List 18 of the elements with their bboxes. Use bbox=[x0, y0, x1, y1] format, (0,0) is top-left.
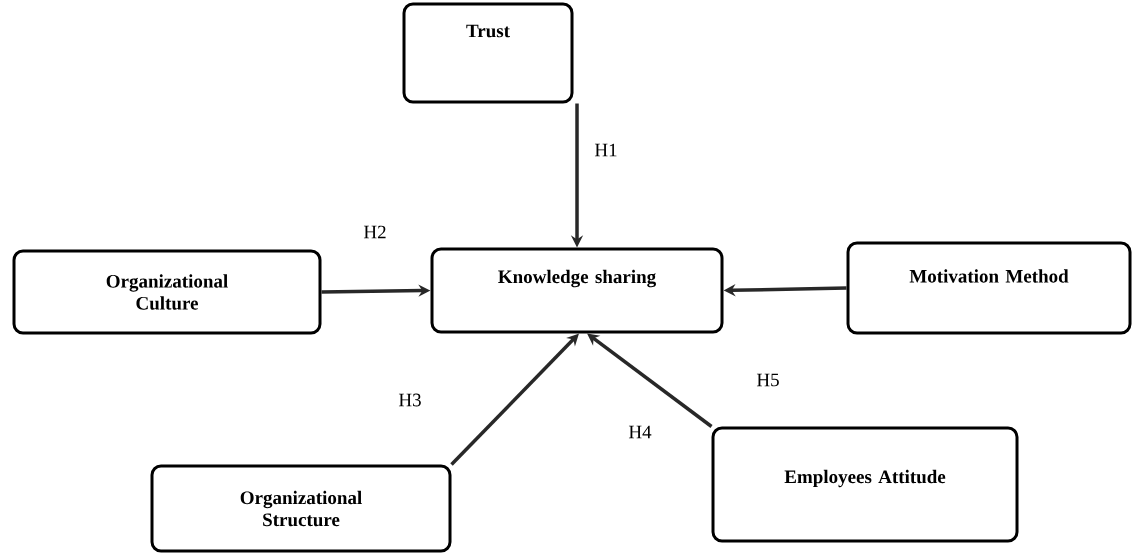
node-text: Organizational Culture bbox=[106, 274, 228, 310]
edge-label: H3 bbox=[397, 392, 423, 408]
box bbox=[12, 249, 322, 335]
edge-label: H4 bbox=[627, 424, 653, 440]
box bbox=[846, 241, 1132, 335]
edge-label: H5 bbox=[755, 372, 781, 388]
box bbox=[402, 2, 574, 104]
box bbox=[711, 426, 1019, 543]
node-text: Trust bbox=[466, 24, 510, 38]
node-text: Employees Attitude bbox=[784, 469, 946, 488]
box bbox=[430, 247, 724, 334]
edge-label: H1 bbox=[593, 142, 619, 158]
arrow bbox=[587, 333, 713, 428]
edge-label: H2 bbox=[362, 224, 388, 240]
node-text: Knowledge sharing bbox=[498, 269, 656, 288]
box bbox=[150, 464, 452, 553]
node-text: Organizational Structure bbox=[240, 490, 362, 527]
node-text: Motivation Method bbox=[909, 269, 1069, 283]
